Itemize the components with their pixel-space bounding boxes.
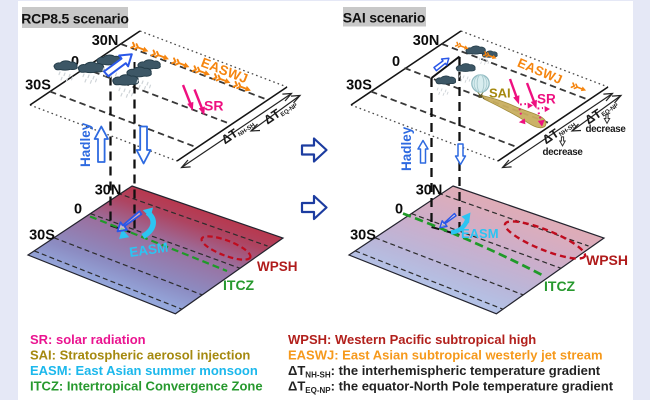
- svg-text:0: 0: [74, 202, 82, 218]
- svg-text:WPSH: WPSH: [586, 252, 628, 268]
- svg-text:0: 0: [392, 54, 400, 70]
- svg-text:SAI scenario: SAI scenario: [343, 10, 425, 26]
- svg-text:30S: 30S: [346, 78, 372, 94]
- svg-text:Hadley: Hadley: [399, 126, 414, 171]
- svg-text:30N: 30N: [416, 183, 443, 199]
- svg-text:30S: 30S: [350, 228, 376, 244]
- svg-text:decrease: decrease: [542, 147, 583, 158]
- svg-text:SR: solar radiation: SR: solar radiation: [30, 332, 146, 347]
- svg-text:ITCZ: Intertropical Convergenc: ITCZ: Intertropical Convergence Zone: [30, 379, 263, 394]
- svg-text:EASM: EASM: [128, 240, 169, 260]
- svg-text:30S: 30S: [25, 78, 51, 94]
- svg-text:RCP8.5 scenario: RCP8.5 scenario: [21, 11, 129, 27]
- svg-text:decrease: decrease: [585, 124, 626, 135]
- svg-text:ΔTNH-SH: the interhemispheric: ΔTNH-SH: the interhemispheric temperatur…: [288, 363, 601, 380]
- svg-text:30N: 30N: [413, 33, 440, 49]
- svg-text:ITCZ: ITCZ: [223, 277, 255, 293]
- svg-text:ΔTEQ-NP: the equator-North Pol: ΔTEQ-NP: the equator-North Pole temperat…: [288, 379, 614, 396]
- svg-text:SR: SR: [204, 98, 223, 114]
- svg-text:SAI: SAI: [489, 86, 511, 101]
- svg-text:30N: 30N: [95, 183, 122, 199]
- svg-text:0: 0: [395, 202, 403, 218]
- svg-text:EASM: EASM: [461, 226, 499, 241]
- svg-text:0: 0: [71, 54, 79, 70]
- svg-text:SAI: Stratospheric aerosol inj: SAI: Stratospheric aerosol injection: [30, 348, 250, 363]
- svg-text:EASWJ: East Asian subtropical: EASWJ: East Asian subtropical westerly j…: [288, 348, 603, 363]
- svg-text:Hadley: Hadley: [78, 122, 93, 167]
- svg-text:30N: 30N: [92, 33, 119, 49]
- svg-text:WPSH: WPSH: [257, 259, 298, 274]
- svg-text:WPSH: Western Pacific subtropi: WPSH: Western Pacific subtropical high: [288, 332, 536, 347]
- svg-text:EASM: East Asian summer monsoo: EASM: East Asian summer monsoon: [30, 363, 258, 378]
- svg-text:30S: 30S: [29, 228, 55, 244]
- svg-text:SR: SR: [537, 92, 556, 107]
- svg-text:ITCZ: ITCZ: [544, 278, 576, 294]
